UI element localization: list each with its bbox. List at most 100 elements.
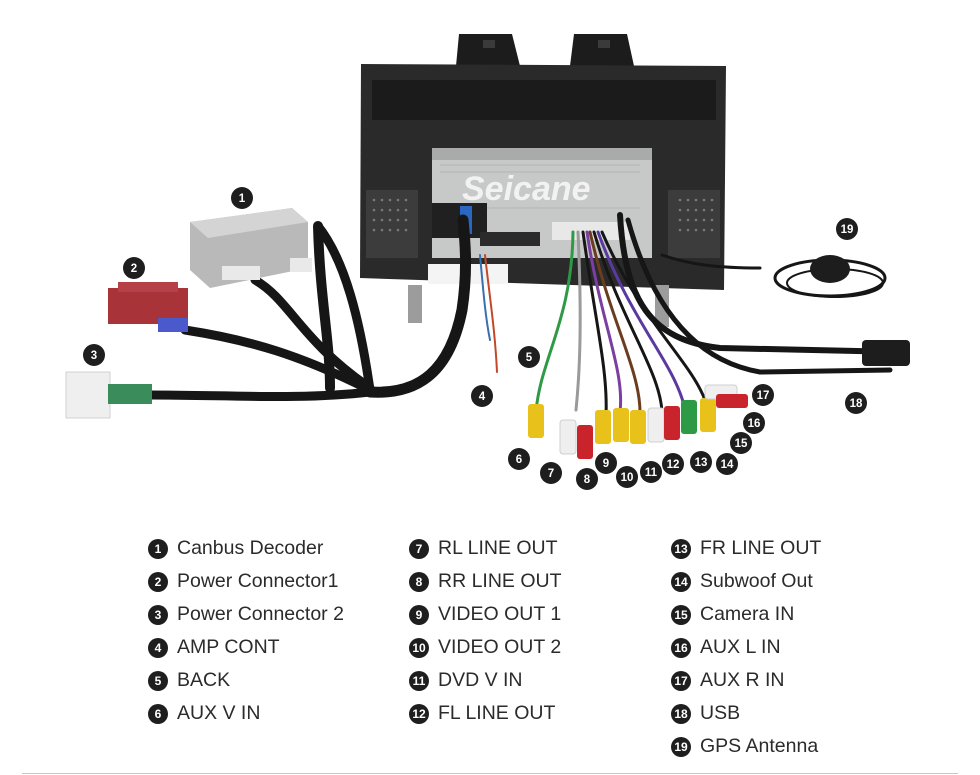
wiring-harness xyxy=(145,212,903,417)
callout-12: 12 xyxy=(662,453,684,475)
legend-item: 5 BACK xyxy=(148,664,344,697)
legend-label: AUX V IN xyxy=(177,702,261,724)
svg-text:6: 6 xyxy=(516,454,522,466)
svg-text:14: 14 xyxy=(721,459,734,471)
legend-item: 1 Canbus Decoder xyxy=(148,532,344,565)
legend-label: USB xyxy=(700,702,741,724)
legend-number: 5 xyxy=(148,670,168,691)
callout-8: 8 xyxy=(576,468,598,490)
legend-item: 17 AUX R IN xyxy=(671,664,821,697)
legend-item: 11 DVD V IN xyxy=(409,664,562,697)
svg-text:5: 5 xyxy=(526,352,533,364)
legend-item: 8 RR LINE OUT xyxy=(409,565,562,598)
legend-label: Power Connector1 xyxy=(177,570,339,592)
legend-item: 13 FR LINE OUT xyxy=(671,532,821,565)
svg-text:1: 1 xyxy=(239,193,246,205)
svg-text:18: 18 xyxy=(850,398,863,410)
rca-plugs xyxy=(528,384,748,459)
power-connector-1 xyxy=(108,282,188,332)
legend-label: Canbus Decoder xyxy=(177,537,324,559)
callout-16: 16 xyxy=(743,412,765,434)
callout-4: 4 xyxy=(471,385,493,407)
svg-text:11: 11 xyxy=(645,467,658,479)
bottom-divider xyxy=(22,773,958,774)
legend-item: 12 FL LINE OUT xyxy=(409,697,562,730)
legend-label: BACK xyxy=(177,669,231,691)
legend-label: RL LINE OUT xyxy=(438,537,558,559)
canbus-decoder-box xyxy=(190,208,312,288)
usb-connector xyxy=(862,340,910,366)
callout-17: 17 xyxy=(752,384,774,406)
power-connector-2 xyxy=(65,371,152,419)
legend-label: FL LINE OUT xyxy=(438,702,556,724)
svg-text:19: 19 xyxy=(841,224,854,236)
callout-11: 11 xyxy=(640,461,662,483)
legend-number: 12 xyxy=(409,703,429,724)
callout-13: 13 xyxy=(690,451,712,473)
legend-number: 8 xyxy=(409,571,429,592)
legend-item: 6 AUX V IN xyxy=(148,697,344,730)
callout-5: 5 xyxy=(518,346,540,368)
legend-number: 6 xyxy=(148,703,168,724)
callout-19: 19 xyxy=(836,218,858,240)
svg-text:10: 10 xyxy=(621,472,634,484)
callout-14: 14 xyxy=(716,453,738,475)
legend-number: 4 xyxy=(148,637,168,658)
legend-label: AUX L IN xyxy=(700,636,781,658)
legend-item: 2 Power Connector1 xyxy=(148,565,344,598)
svg-text:16: 16 xyxy=(748,418,761,430)
legend-label: VIDEO OUT 2 xyxy=(438,636,562,658)
legend-item: 9 VIDEO OUT 1 xyxy=(409,598,562,631)
svg-text:13: 13 xyxy=(695,457,708,469)
legend-label: Power Connector 2 xyxy=(177,603,344,625)
legend-number: 9 xyxy=(409,604,429,625)
callout-3: 3 xyxy=(83,344,105,366)
callout-9: 9 xyxy=(595,452,617,474)
callout-1: 1 xyxy=(231,187,253,209)
legend-number: 1 xyxy=(148,538,168,559)
legend-number: 18 xyxy=(671,703,691,724)
legend-number: 2 xyxy=(148,571,168,592)
svg-text:8: 8 xyxy=(584,474,591,486)
legend-number: 16 xyxy=(671,637,691,658)
callout-2: 2 xyxy=(123,257,145,279)
callout-7: 7 xyxy=(540,462,562,484)
legend-label: AUX R IN xyxy=(700,669,785,691)
gps-antenna-module xyxy=(810,255,850,283)
legend-item: 10 VIDEO OUT 2 xyxy=(409,631,562,664)
legend-number: 7 xyxy=(409,538,429,559)
svg-text:15: 15 xyxy=(735,438,748,450)
svg-text:17: 17 xyxy=(757,390,770,402)
svg-text:9: 9 xyxy=(603,458,609,470)
callout-6: 6 xyxy=(508,448,530,470)
legend-label: GPS Antenna xyxy=(700,735,819,757)
head-unit: Seicane xyxy=(360,34,726,327)
legend-number: 17 xyxy=(671,670,691,691)
legend-number: 10 xyxy=(409,637,429,658)
legend-label: Subwoof Out xyxy=(700,570,813,592)
legend-number: 3 xyxy=(148,604,168,625)
brand-watermark: Seicane xyxy=(462,170,591,208)
svg-text:2: 2 xyxy=(131,263,137,275)
legend-number: 13 xyxy=(671,538,691,559)
legend-number: 11 xyxy=(409,670,429,691)
legend-column-2: 7 RL LINE OUT 8 RR LINE OUT 9 VIDEO OUT 1 1… xyxy=(409,532,562,730)
legend-label: FR LINE OUT xyxy=(700,537,822,559)
legend-column-1: 1 Canbus Decoder 2 Power Connector1 3 Power… xyxy=(148,532,344,730)
legend-item: 3 Power Connector 2 xyxy=(148,598,344,631)
legend-item: 16 AUX L IN xyxy=(671,631,821,664)
legend-item: 18 USB xyxy=(671,697,821,730)
legend-label: VIDEO OUT 1 xyxy=(438,603,562,625)
callout-18: 18 xyxy=(845,392,867,414)
legend-label: DVD V IN xyxy=(438,669,523,691)
svg-text:3: 3 xyxy=(91,350,97,362)
svg-text:12: 12 xyxy=(667,459,680,471)
legend-item: 14 Subwoof Out xyxy=(671,565,821,598)
legend-number: 14 xyxy=(671,571,691,592)
legend-label: RR LINE OUT xyxy=(438,570,562,592)
svg-text:4: 4 xyxy=(479,391,486,403)
